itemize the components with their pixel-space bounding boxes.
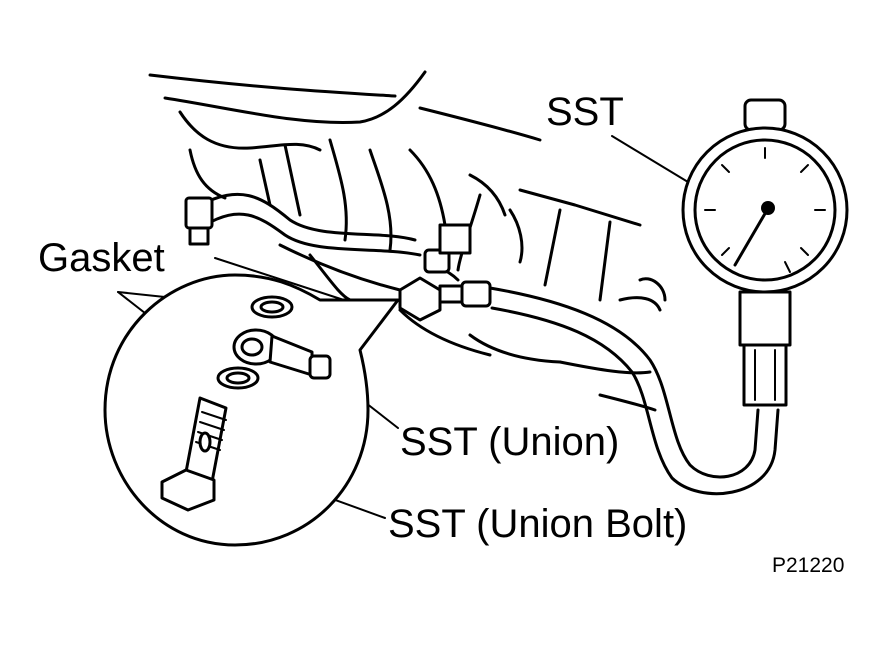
label-sst-gauge: SST [546,90,624,134]
engine-union [398,223,492,322]
label-sst-union-bolt: SST (Union Bolt) [388,502,688,546]
gasket-upper [250,295,294,319]
engine-block [148,70,667,412]
gauge-ticks [704,147,826,273]
gauge-hose [488,286,780,496]
fuel-pipe [184,192,422,257]
union-bolt [160,396,228,512]
pressure-gauge [681,98,849,407]
union-fitting [232,328,332,380]
gauge-needle [733,203,772,267]
figure-code: P21220 [772,554,845,577]
gasket-lower [216,366,260,390]
label-sst-union: SST (Union) [400,420,620,464]
detail-callout [103,273,400,547]
label-gasket: Gasket [38,236,165,280]
